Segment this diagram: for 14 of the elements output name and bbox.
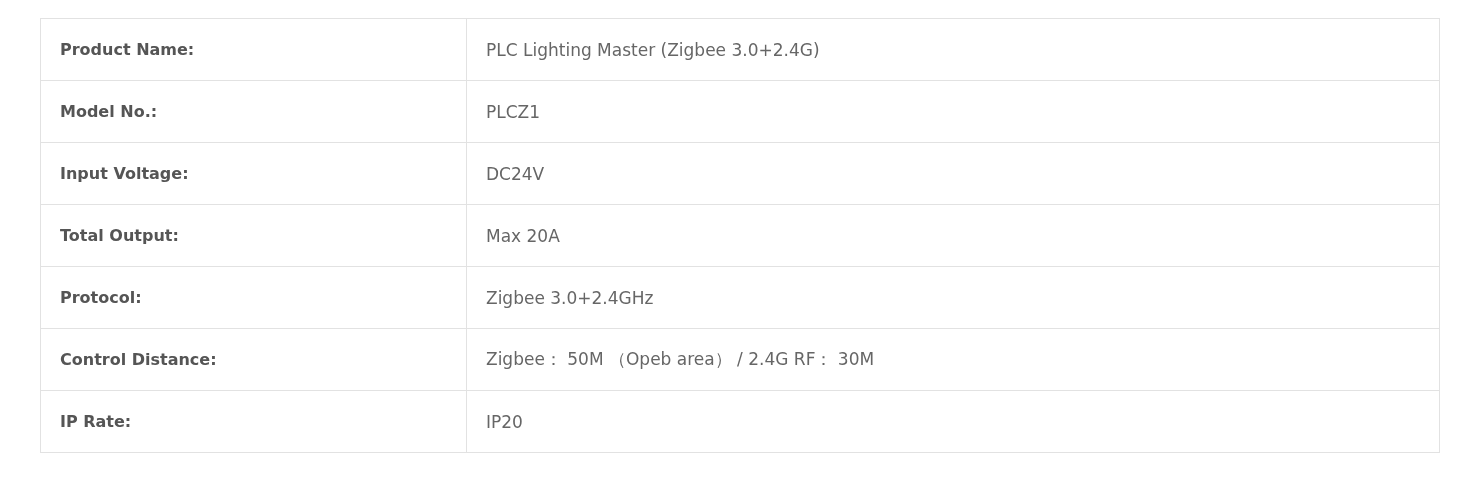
spec-name-cell: Product Name: xyxy=(40,18,467,81)
spec-value-cell: IP20 xyxy=(466,390,1440,453)
spec-name-cell: IP Rate: xyxy=(40,390,467,453)
spec-value-cell: PLCZ1 xyxy=(466,80,1440,143)
spec-name-cell: Total Output: xyxy=(40,204,467,267)
spec-name-cell: Model No.: xyxy=(40,80,467,143)
spec-value-cell: Zigbee 3.0+2.4GHz xyxy=(466,266,1440,329)
spec-value-cell: PLC Lighting Master (Zigbee 3.0+2.4G) xyxy=(466,18,1440,81)
spec-name-cell: Control Distance: xyxy=(40,328,467,391)
spec-value-cell: DC24V xyxy=(466,142,1440,205)
spec-value-cell: Max 20A xyxy=(466,204,1440,267)
spec-name-cell: Input Voltage: xyxy=(40,142,467,205)
spec-name-cell: Protocol: xyxy=(40,266,467,329)
spec-value-cell: Zigbee： 50M （Opeb area） / 2.4G RF： 30M xyxy=(466,328,1440,391)
